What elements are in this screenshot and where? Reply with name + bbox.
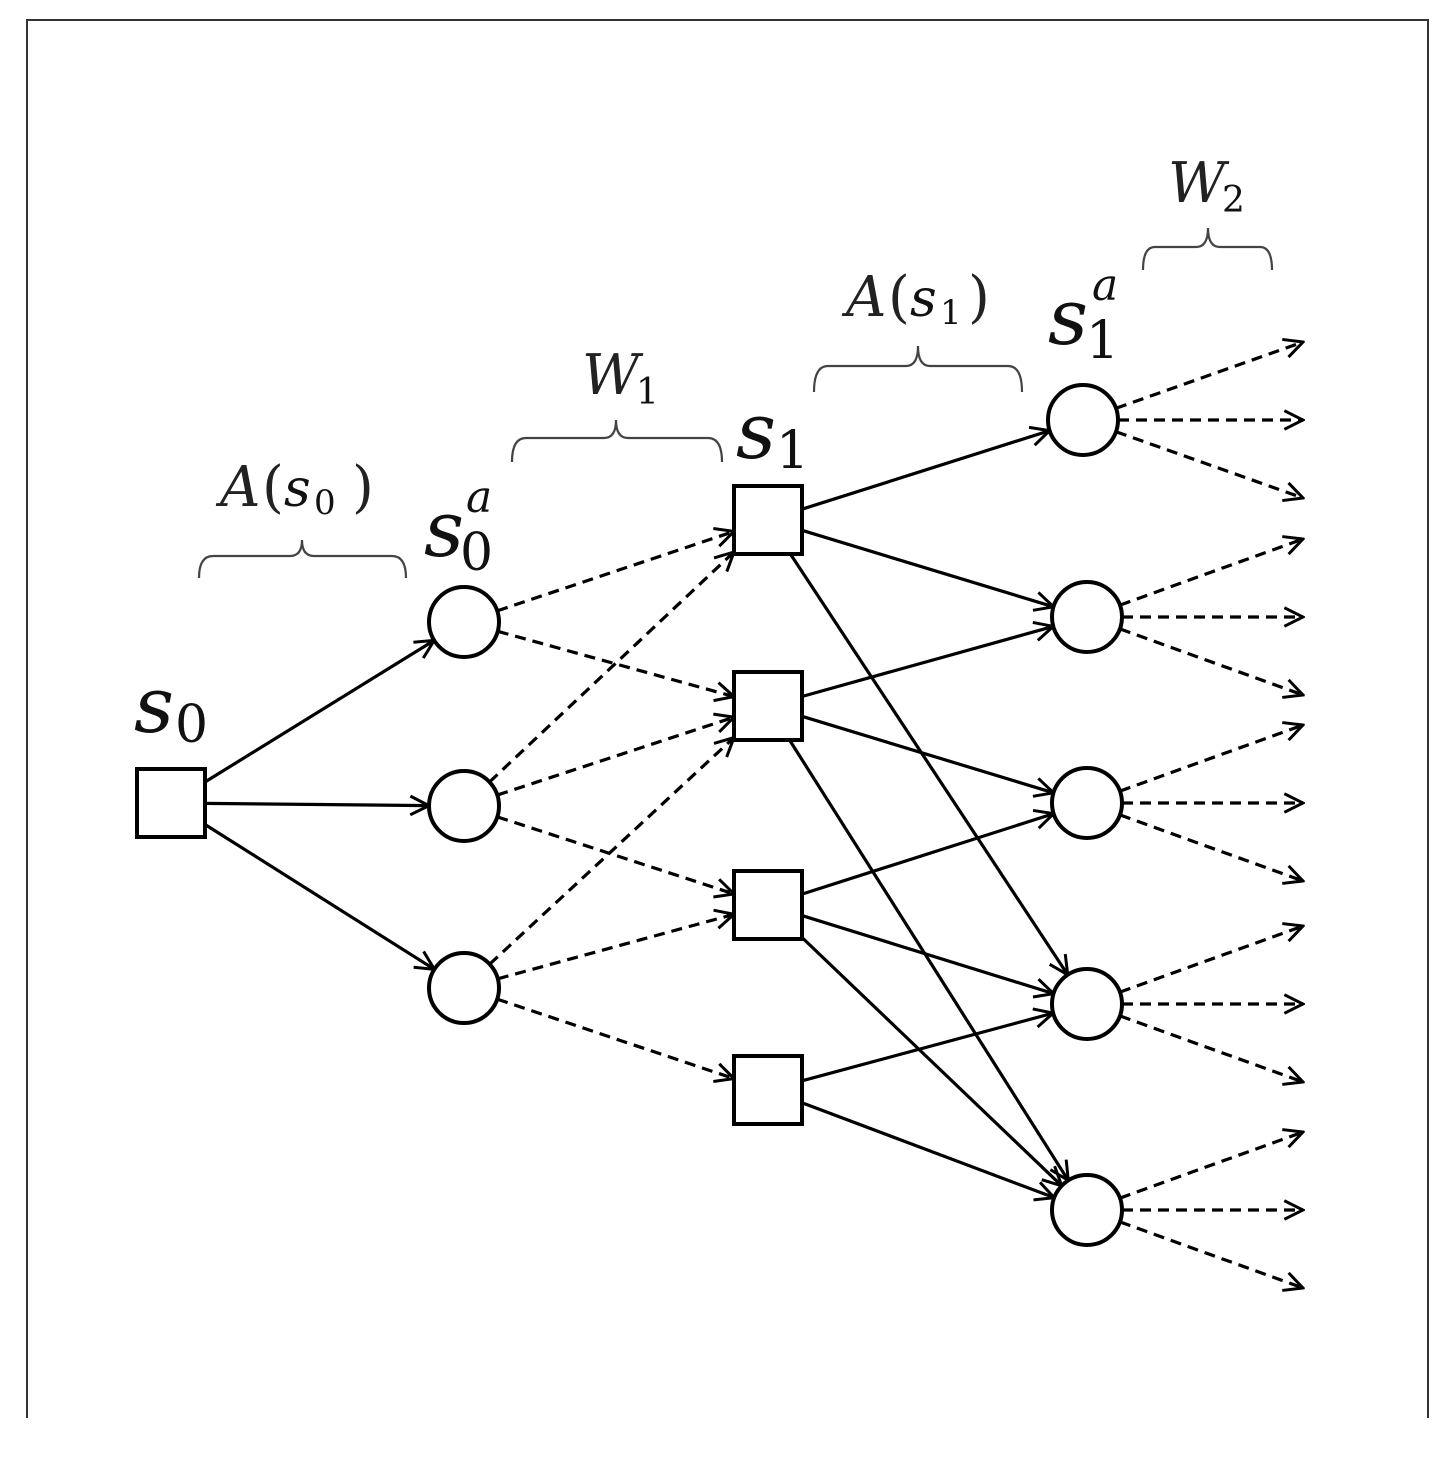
label-A-s0: A(s0) — [215, 455, 374, 523]
edge-b3-out-3 — [1119, 1014, 1303, 1082]
label-s0-sub: 0 — [175, 695, 208, 755]
post-decision-node-b0 — [1046, 383, 1120, 457]
label-s1-base: s — [736, 387, 776, 477]
brace-W1 — [510, 419, 724, 463]
edge-d1-b1 — [801, 626, 1053, 699]
label-A-s1-open: ( — [888, 265, 910, 330]
edge-a2-d3 — [496, 997, 734, 1078]
edge-b1-out-1 — [1119, 539, 1303, 607]
edge-a1-d2 — [496, 815, 734, 894]
label-s0a-base: s — [424, 485, 464, 575]
post-decision-node-b3 — [1050, 967, 1124, 1041]
node-layer — [135, 383, 1124, 1247]
label-s0-base: s — [134, 661, 174, 751]
post-decision-node-a1 — [427, 769, 501, 843]
edge-b2-out-3 — [1119, 813, 1303, 881]
label-W1: W1 — [582, 343, 659, 413]
post-decision-node-b1 — [1050, 580, 1124, 654]
post-decision-node-a2 — [427, 951, 501, 1025]
edge-a1-d0 — [488, 552, 734, 784]
edge-b2-out-1 — [1119, 725, 1303, 793]
label-A-s0-open: ( — [262, 455, 284, 520]
figure-frame — [26, 19, 1429, 1418]
decision-node-s0 — [135, 767, 207, 839]
edge-d2-b2 — [801, 814, 1054, 896]
edge-d2-b3 — [801, 914, 1054, 994]
label-A-s1-close: ) — [968, 265, 990, 330]
label-s0a-sup: a — [466, 472, 492, 523]
label-A-s1-var: s — [910, 269, 937, 329]
label-s1a-sup: a — [1092, 260, 1118, 311]
edge-a0-d0 — [496, 531, 734, 613]
label-s1: s1 — [736, 387, 809, 481]
post-decision-node-b2 — [1050, 766, 1124, 840]
edge-a2-d1 — [488, 738, 734, 966]
decision-node-d2 — [732, 869, 804, 941]
post-decision-node-b4 — [1050, 1173, 1124, 1247]
post-decision-node-a0 — [427, 585, 501, 659]
label-s0a-sub: 0 — [460, 523, 493, 583]
edge-d0-b1 — [801, 528, 1054, 606]
edge-s0-a0 — [204, 640, 434, 784]
label-s1a: s1a — [1048, 260, 1119, 371]
edge-d0-b0 — [801, 431, 1050, 511]
label-s1-sub: 1 — [776, 421, 809, 481]
label-A-s1-sub: 1 — [940, 293, 962, 333]
edge-a2-d2 — [497, 914, 734, 981]
edge-a0-d1 — [497, 629, 734, 696]
edge-b4-out-1 — [1119, 1132, 1303, 1200]
label-A-s0-close: ) — [352, 455, 374, 520]
label-s0: s0 — [134, 661, 208, 755]
label-A-s0-var: s — [284, 459, 311, 519]
edge-d3-b4 — [801, 1101, 1054, 1198]
label-W2-base: W — [1168, 151, 1230, 216]
edge-d3-b3 — [801, 1013, 1053, 1083]
edge-a1-d1 — [496, 717, 734, 797]
decision-node-d0 — [732, 484, 804, 556]
edge-b0-out-1 — [1115, 342, 1303, 410]
label-s1a-sub: 1 — [1086, 311, 1119, 371]
edge-b3-out-1 — [1119, 926, 1303, 994]
label-s0a: s0a — [424, 472, 493, 583]
label-W1-base: W — [582, 343, 644, 408]
edge-d0-b3 — [789, 553, 1067, 975]
edge-d2-b4 — [800, 936, 1062, 1186]
edge-layer — [204, 342, 1303, 1288]
decision-node-d1 — [732, 670, 804, 742]
edge-b1-out-3 — [1119, 627, 1303, 695]
label-W2-sub: 2 — [1222, 180, 1245, 221]
edge-d1-b4 — [788, 739, 1069, 1180]
label-A-s0-script: A — [215, 455, 260, 520]
brace-W2 — [1141, 227, 1274, 271]
label-A-s0-sub: 0 — [314, 483, 336, 523]
edge-d1-b2 — [801, 714, 1054, 792]
label-s1a-base: s — [1048, 273, 1088, 363]
edge-s0-a1 — [204, 803, 429, 805]
label-A-s1: A(s1) — [841, 265, 990, 333]
label-W1-sub: 1 — [636, 372, 659, 413]
label-W2: W2 — [1168, 151, 1245, 221]
edge-b4-out-3 — [1119, 1220, 1303, 1288]
brace-A-s0 — [197, 539, 408, 579]
edge-s0-a2 — [204, 823, 434, 969]
label-A-s1-script: A — [841, 265, 886, 330]
decision-node-d3 — [732, 1054, 804, 1126]
edge-b0-out-3 — [1115, 430, 1303, 498]
brace-A-s1 — [812, 345, 1024, 393]
